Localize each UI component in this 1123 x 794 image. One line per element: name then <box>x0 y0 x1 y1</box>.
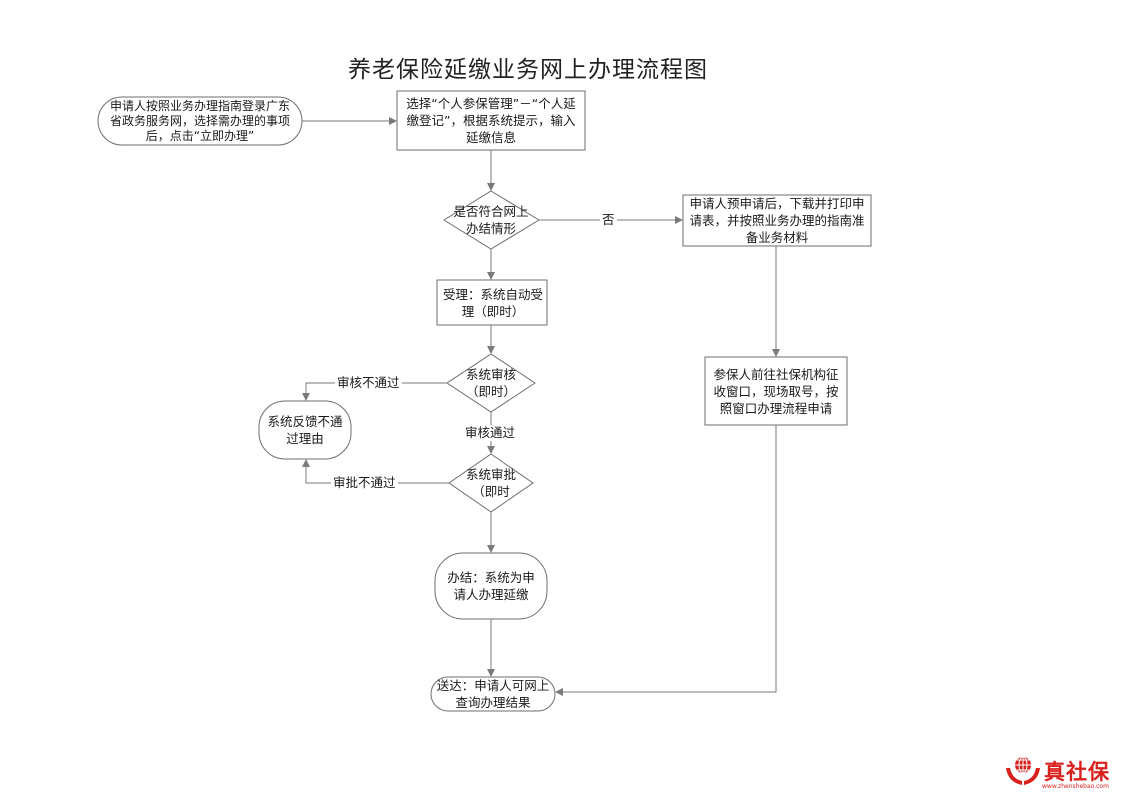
node-offline-apply: 申请人预申请后，下载并打印申请表，并按照业务办理的指南准备业务材料 <box>689 196 865 245</box>
node-accept-shape <box>436 279 548 326</box>
node-start: 申请人按照业务办理指南登录广东省政务服务网，选择需办理的事项后，点击“立即办理” <box>109 98 290 143</box>
page-title: 养老保险延缴业务网上办理流程图 <box>348 57 708 83</box>
node-accept: 受理：系统自动受理（即时） <box>443 286 544 319</box>
globe-hands-icon <box>1006 756 1040 785</box>
node-complete: 办结：系统为申请人办理延缴 <box>447 570 535 602</box>
node-decision-online: 是否符合网上办结情形 <box>453 204 529 236</box>
edge-approve-feedback <box>302 459 449 484</box>
node-deliver: 送达：申请人可网上查询办理结果 <box>436 678 550 710</box>
node-review: 系统审核（即时） <box>465 367 516 399</box>
edge-window-deliver <box>555 425 777 696</box>
brand-name: 真社保 <box>1044 760 1110 784</box>
edge-label-approve-fail: 审批不通过 <box>331 475 398 491</box>
brand-logo: 真社保 www.zhenshebao.com <box>1004 752 1120 792</box>
edge-label-review-fail: 审核不通过 <box>335 375 402 391</box>
node-offline-apply-shape <box>682 194 872 247</box>
node-offline-window: 参保人前往社保机构征收窗口，现场取号，按照窗口办理流程申请 <box>713 366 839 416</box>
node-approve: 系统审批（即时 <box>465 467 516 499</box>
node-select: 选择“个人参保管理”－“个人延缴登记”，根据系统提示，输入延缴信息 <box>406 96 576 145</box>
edge-label-review-pass: 审核通过 <box>463 425 518 441</box>
node-feedback: 系统反馈不通过理由 <box>267 414 343 446</box>
brand-url: www.zhenshebao.com <box>1042 783 1109 790</box>
edge-label-no: 否 <box>600 212 617 228</box>
